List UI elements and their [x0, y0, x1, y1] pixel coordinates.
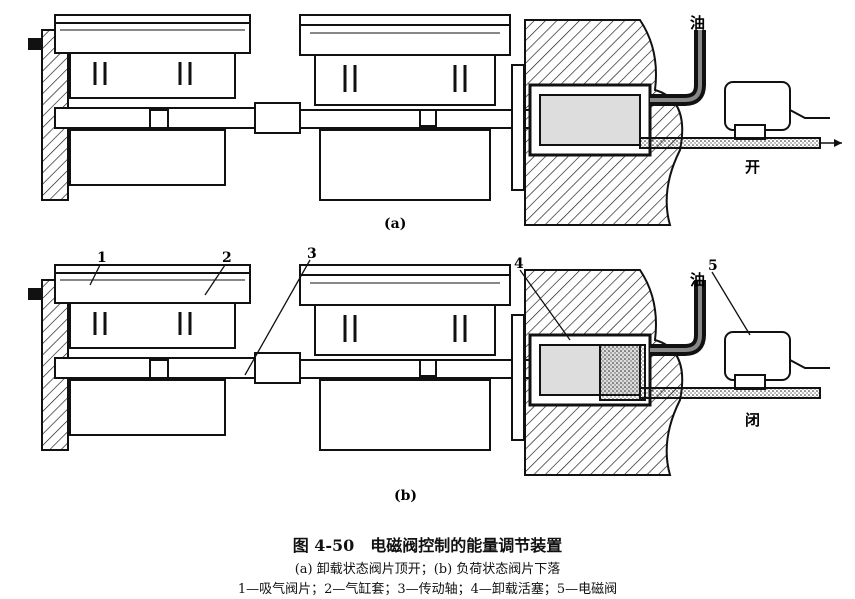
panel-a-label: (a) [384, 216, 406, 232]
panel-b-drawing [28, 260, 830, 475]
figure-legend: 1—吸气阀片；2—气缸套；3—传动轴；4—卸载活塞；5—电磁阀 [237, 582, 618, 597]
part-number-4: 4 [514, 256, 524, 272]
part-number-3: 3 [307, 246, 317, 262]
oil-label-a: 油 [690, 14, 705, 32]
valve-state-closed: 闭 [745, 411, 760, 429]
valve-state-open: 开 [745, 158, 760, 176]
panel-b-label: (b) [394, 488, 417, 504]
part-number-5: 5 [708, 258, 718, 274]
figure-title: 图 4-50 电磁阀控制的能量调节装置 [292, 536, 563, 555]
leader-lines [89, 259, 751, 376]
figure-subtitle: (a) 卸载状态阀片顶开；(b) 负荷状态阀片下落 [294, 562, 561, 577]
panel-a-drawing [28, 15, 842, 225]
oil-label-b: 油 [690, 271, 705, 289]
part-number-2: 2 [222, 250, 232, 266]
part-number-1: 1 [97, 250, 107, 266]
